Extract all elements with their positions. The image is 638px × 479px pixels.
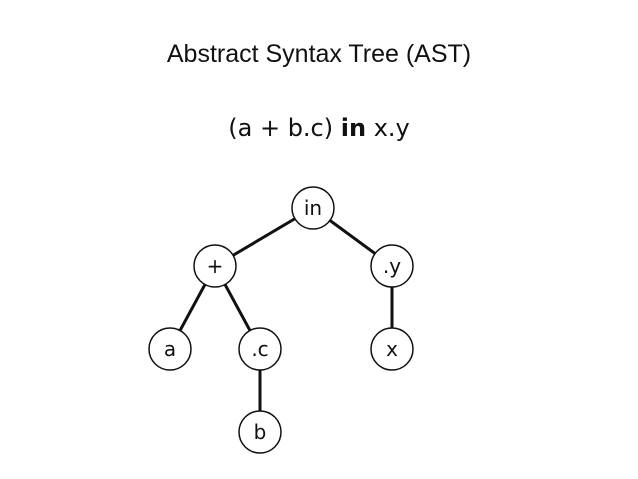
tree-node-label: b: [254, 420, 267, 444]
expression-right: x.y: [366, 114, 410, 142]
tree-node-a: a: [148, 327, 192, 371]
tree-node-circle: [193, 244, 237, 288]
expression: (a + b.c) in x.y: [0, 114, 638, 142]
tree-node-dot-y: .y: [370, 244, 414, 288]
tree-node-b: b: [238, 410, 282, 454]
tree-node-label: in: [304, 196, 322, 220]
tree-node-circle: [370, 244, 414, 288]
tree-node-label: a: [164, 337, 176, 361]
tree-edges: [168, 206, 394, 432]
expression-left: (a + b.c): [228, 114, 341, 142]
tree-node-circle: [238, 410, 282, 454]
tree-node-plus: +: [193, 244, 237, 288]
tree-node-label: .y: [383, 254, 401, 278]
tree-node-label: .c: [251, 337, 268, 361]
tree-node-circle: [370, 327, 414, 371]
tree-node-circle: [238, 327, 282, 371]
tree-node-circle: [291, 186, 335, 230]
tree-node-in: in: [291, 186, 335, 230]
tree-node-circle: [148, 327, 192, 371]
expression-keyword: in: [340, 114, 367, 142]
tree-node-label: x: [386, 337, 398, 361]
tree-node-dot-c: .c: [238, 327, 282, 371]
slide-title: Abstract Syntax Tree (AST): [166, 40, 472, 68]
tree-node-x: x: [370, 327, 414, 371]
tree-node-label: +: [207, 254, 224, 278]
